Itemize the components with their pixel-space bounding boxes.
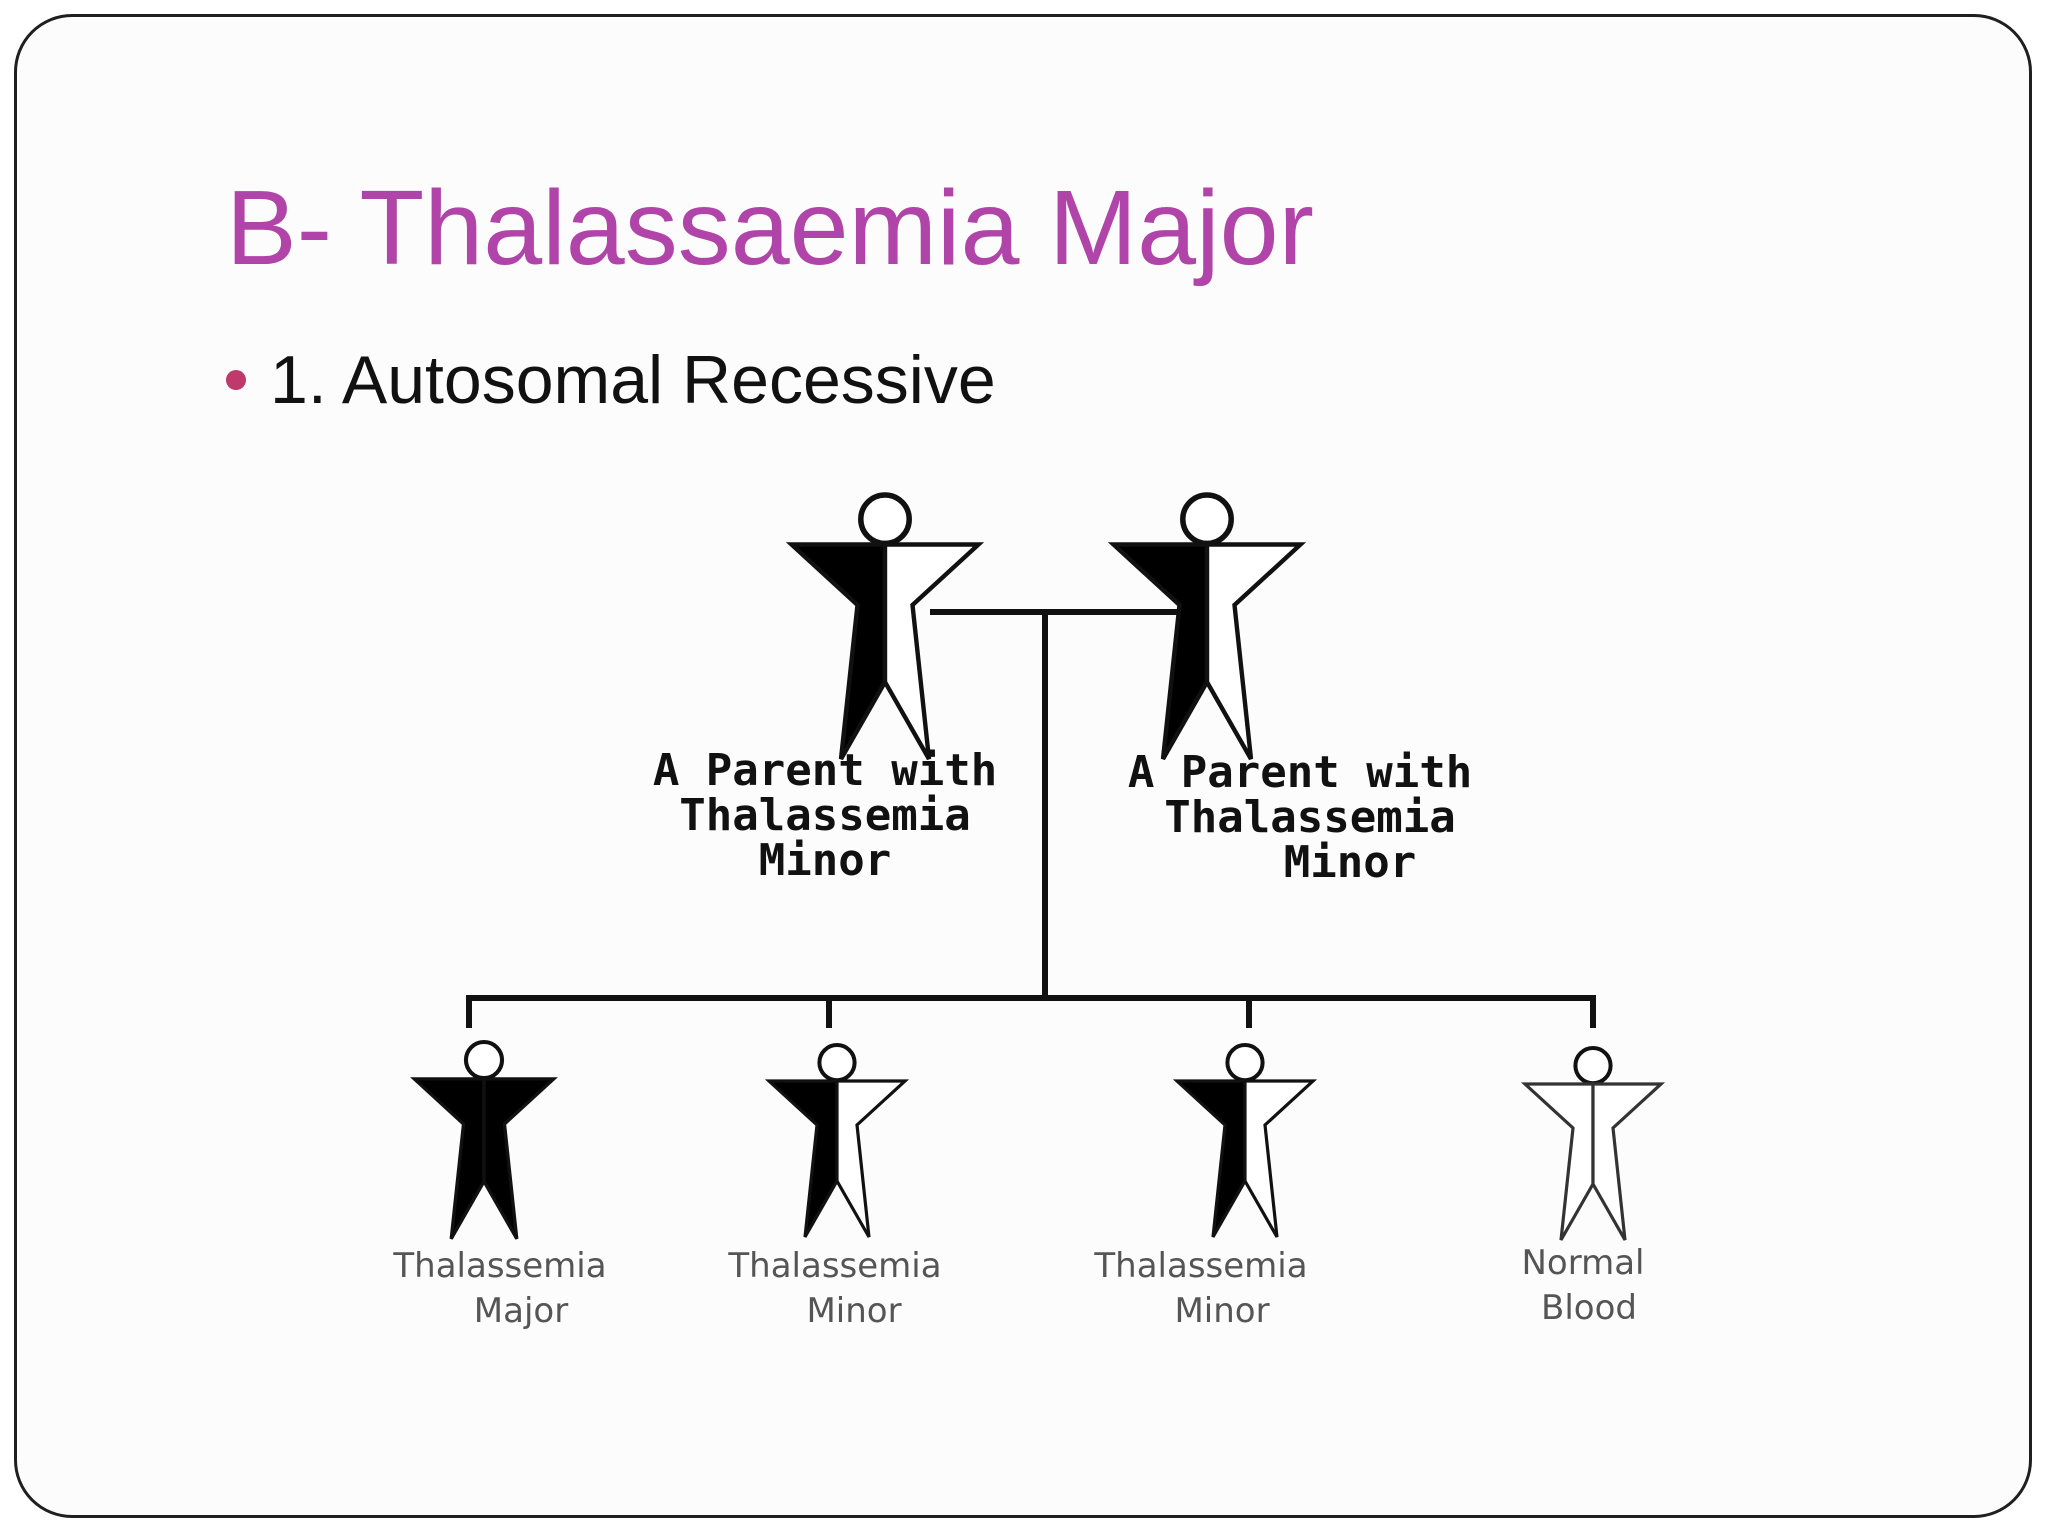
bullet-dot-icon xyxy=(226,370,246,390)
head xyxy=(1180,492,1234,547)
head xyxy=(817,1042,857,1083)
parent-label-line: Minor xyxy=(1284,837,1416,888)
slide-title: B- Thalassaemia Major xyxy=(226,169,1314,287)
child-label-3: Thalassemia Minor xyxy=(1093,1246,1307,1331)
child-figure-normal xyxy=(1523,1045,1663,1242)
parent-label-2: A Parent with Thalassemia Minor xyxy=(1128,747,1472,888)
head xyxy=(463,1039,505,1081)
parent-label-line: A Parent with xyxy=(1128,747,1472,798)
parent-figure-2 xyxy=(1114,492,1301,759)
child-label-line: Minor xyxy=(1174,1291,1269,1331)
child-figure-minor-1 xyxy=(767,1042,907,1239)
bullet-text: 1. Autosomal Recessive xyxy=(270,342,996,418)
child-label-line: Blood xyxy=(1541,1288,1637,1328)
head xyxy=(1225,1042,1265,1083)
parent-label-line: A Parent with xyxy=(653,745,997,796)
parent-label-line: Thalassemia xyxy=(1164,792,1455,843)
slide-frame xyxy=(14,14,2032,1518)
pedigree-connectors xyxy=(466,609,1596,1028)
child-label-line: Thalassemia xyxy=(727,1246,941,1286)
child-figure-minor-2 xyxy=(1175,1042,1315,1239)
child-label-line: Normal xyxy=(1521,1243,1644,1283)
child-figure-major xyxy=(412,1039,556,1241)
bullet-item: 1. Autosomal Recessive xyxy=(226,340,996,420)
child-label-2: Thalassemia Minor xyxy=(727,1246,941,1331)
parent-label-line: Minor xyxy=(759,835,891,886)
head xyxy=(858,492,912,547)
child-label-4: Normal Blood xyxy=(1521,1243,1644,1328)
child-label-line: Major xyxy=(474,1291,568,1331)
parent-figure-1 xyxy=(792,492,979,759)
child-label-1: Thalassemia Major xyxy=(392,1246,606,1331)
parent-label-line: Thalassemia xyxy=(679,790,970,841)
child-label-line: Thalassemia xyxy=(392,1246,606,1286)
child-label-line: Minor xyxy=(806,1291,901,1331)
parent-label-1: A Parent with Thalassemia Minor xyxy=(653,745,997,886)
head xyxy=(1573,1045,1613,1086)
child-label-line: Thalassemia xyxy=(1093,1246,1307,1286)
